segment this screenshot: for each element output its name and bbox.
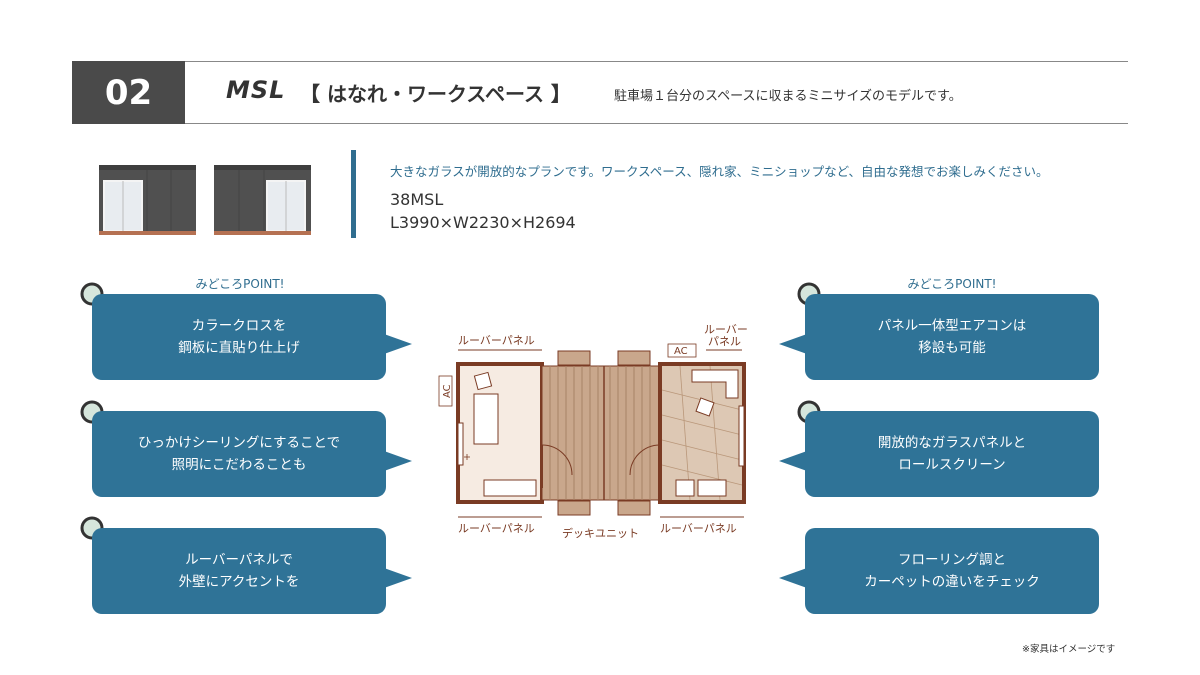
point-line: 外壁にアクセントを — [178, 574, 300, 590]
point-line: 移設も可能 — [918, 340, 986, 356]
louver-label-top-right-1: ルーバー — [704, 323, 748, 336]
point-line: 開放的なガラスパネルと — [877, 435, 1027, 451]
exterior-thumbnail-right — [214, 165, 311, 235]
model-code: 38MSL — [390, 190, 444, 209]
section-number: 02 — [72, 61, 185, 124]
louver-label-bottom-left: ルーバーパネル — [458, 522, 535, 535]
point-bubble-right-2: 開放的なガラスパネルと ロールスクリーン — [779, 411, 1099, 497]
model-dimensions: L3990×W2230×H2694 — [390, 213, 576, 232]
point-line: カラークロスを — [191, 318, 287, 334]
bubble-tail — [779, 334, 807, 354]
ac-label-top: AC — [674, 346, 688, 357]
point-line: フローリング調と — [898, 552, 1006, 568]
floor-plan: ルーバーパネル ルーバー パネル AC AC — [438, 323, 748, 540]
bubble-tail — [384, 334, 412, 354]
point-title-right: みどころPOINT! — [907, 277, 997, 291]
point-bubble-left-3: ルーバーパネルで 外壁にアクセントを — [92, 528, 412, 614]
point-title-left: みどころPOINT! — [195, 277, 285, 291]
header-rule-bottom — [72, 123, 1128, 124]
bubble-tail — [384, 451, 412, 471]
ac-label-left: AC — [442, 384, 453, 398]
model-name: MSL — [226, 76, 286, 104]
louver-label-top-right-2: パネル — [708, 335, 741, 348]
exterior-thumbnail-left — [99, 165, 196, 235]
point-bubble-left-2: ひっかけシーリングにすることで 照明にこだわることも — [92, 411, 412, 497]
point-line: ロールスクリーン — [898, 457, 1006, 473]
bubble-tail — [384, 568, 412, 588]
point-line: カーペットの違いをチェック — [864, 574, 1040, 590]
point-line: 照明にこだわることも — [171, 457, 307, 473]
point-line: ひっかけシーリングにすることで — [137, 435, 341, 451]
furniture-footnote: ※家具はイメージです — [1022, 644, 1116, 655]
louver-label-top-left: ルーバーパネル — [458, 334, 535, 347]
bubble-tail — [779, 568, 807, 588]
intro-text: 大きなガラスが開放的なプランです。ワークスペース、隠れ家、ミニショップなど、自由… — [390, 164, 1049, 179]
header-rule-top — [72, 61, 1128, 62]
deck-unit-label: デッキユニット — [562, 526, 639, 540]
louver-label-bottom-right: ルーバーパネル — [660, 522, 737, 535]
intro-accent-bar — [351, 150, 356, 238]
bubble-tail — [779, 451, 807, 471]
point-bubble-right-3: フローリング調と カーペットの違いをチェック — [779, 528, 1099, 614]
point-line: ルーバーパネルで — [185, 552, 293, 568]
point-bubble-right-1: パネル一体型エアコンは 移設も可能 — [779, 294, 1099, 380]
model-subtitle: 【 はなれ・ワークスペース 】 — [300, 82, 571, 106]
header-description: 駐車場１台分のスペースに収まるミニサイズのモデルです。 — [614, 89, 962, 104]
point-line: パネル一体型エアコンは — [877, 318, 1027, 334]
point-line: 鋼板に直貼り仕上げ — [178, 340, 300, 356]
point-bubble-left-1: カラークロスを 鋼板に直貼り仕上げ — [92, 294, 412, 380]
